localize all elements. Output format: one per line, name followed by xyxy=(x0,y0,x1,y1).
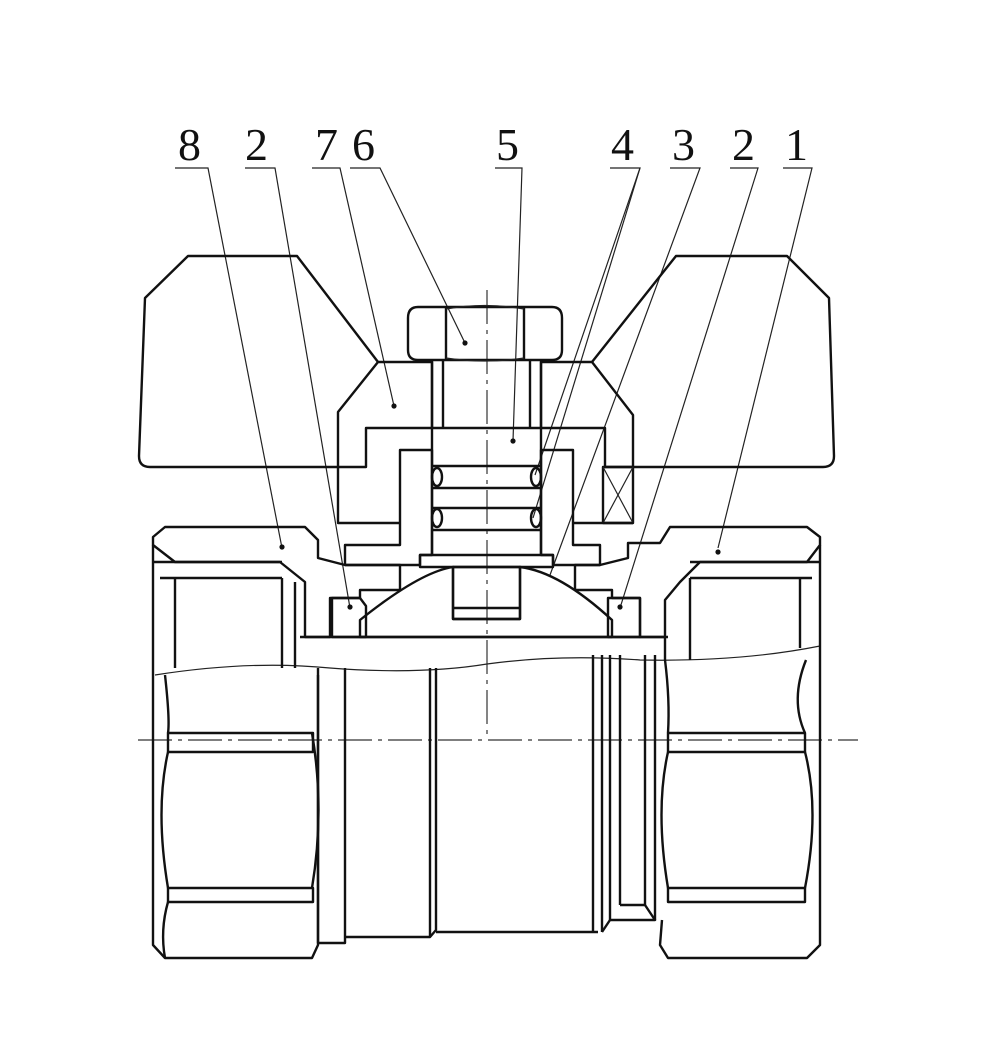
valve-external-view xyxy=(151,545,822,960)
butterfly-handle xyxy=(137,254,836,525)
leader-lines xyxy=(175,167,813,610)
hex-nut xyxy=(406,304,564,362)
callout-7: 7 xyxy=(315,119,338,170)
callout-4: 4 xyxy=(611,119,634,170)
callout-5: 5 xyxy=(496,119,519,170)
callout-2-right: 2 xyxy=(732,119,755,170)
callout-2-left: 2 xyxy=(245,119,268,170)
seat-seals xyxy=(330,596,642,639)
callout-1: 1 xyxy=(785,119,808,170)
valve-ball xyxy=(300,565,668,639)
callout-labels: 8 2 7 6 5 4 3 2 1 xyxy=(178,119,808,170)
center-lines xyxy=(138,290,858,741)
callout-3: 3 xyxy=(672,119,695,170)
callout-8: 8 xyxy=(178,119,201,170)
callout-6: 6 xyxy=(352,119,375,170)
